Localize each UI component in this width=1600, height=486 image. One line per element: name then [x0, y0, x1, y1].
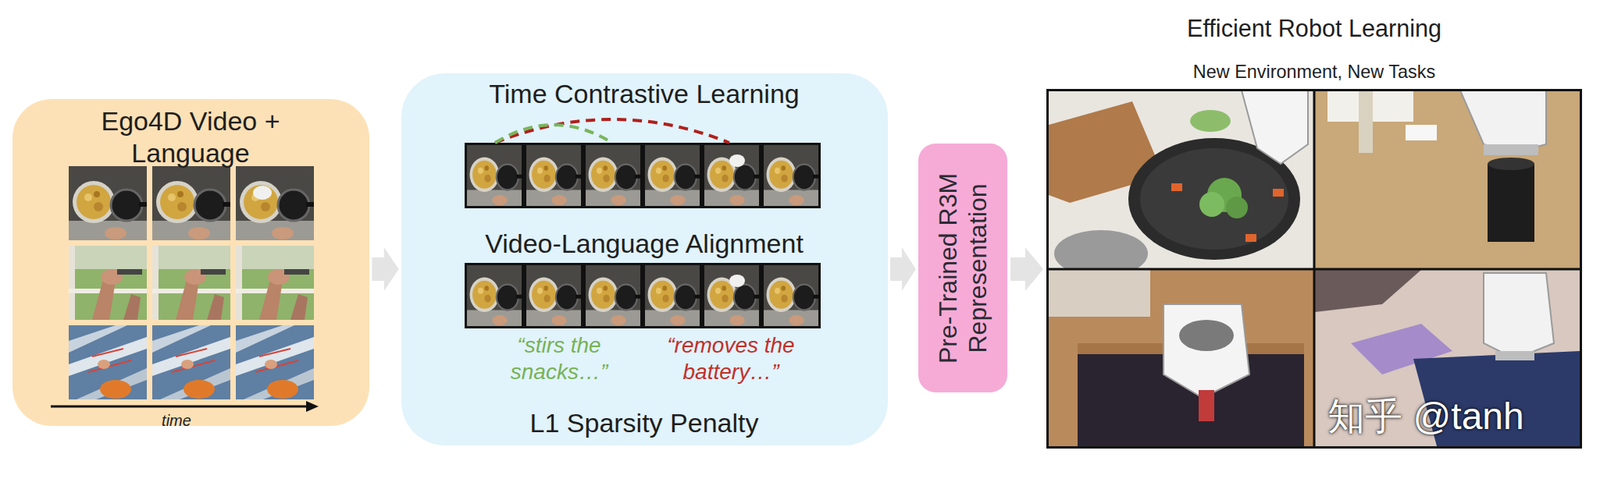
photo-grid-border: [1047, 90, 1582, 449]
illustration-part: [1198, 390, 1215, 422]
illustration-part: [1179, 320, 1234, 352]
illustration-part: [1048, 270, 1151, 318]
illustration-part: [1225, 196, 1248, 219]
illustration-part: [526, 145, 581, 207]
flow-arrow: [1010, 247, 1044, 292]
flow-arrow: [371, 247, 399, 292]
illustration-part: [306, 401, 319, 413]
caption-quote: “removes the battery…”: [644, 332, 817, 385]
illustration-part: [1171, 183, 1183, 192]
illustration-part: [1241, 90, 1308, 164]
objective-title: L1 Sparsity Penalty: [409, 407, 879, 440]
filmstrip-top: [464, 142, 821, 209]
filmstrip-bottom: [464, 263, 821, 329]
illustration-part: [585, 145, 641, 207]
illustration-part: [1487, 157, 1535, 171]
illustration-part: [1460, 90, 1547, 153]
illustration-part: [1487, 163, 1535, 243]
illustration-part: [644, 145, 700, 207]
illustration-part: [1483, 144, 1539, 156]
objective-title: Time Contrastive Learning: [409, 78, 879, 111]
representation-label: Pre-Trained R3M Representation: [933, 151, 994, 386]
photo-kitchen: [1048, 90, 1314, 278]
panel-title: Ego4D Video + Language: [73, 105, 308, 170]
robot-results: Efficient Robot LearningNew Environment,…: [1046, 7, 1583, 449]
illustration-part: [644, 265, 700, 327]
illustration-part: [1199, 192, 1225, 218]
illustration-part: [1314, 270, 1422, 313]
flow-arrow: [890, 247, 916, 292]
results-subtitle: New Environment, New Tasks: [1046, 60, 1583, 83]
results-title: Efficient Robot Learning: [1046, 14, 1583, 43]
positive-pair-arc: [495, 124, 613, 143]
photo-drawer: [1048, 270, 1314, 447]
illustration-part: [466, 265, 522, 327]
illustration-part: [466, 145, 522, 207]
illustration-part: [1140, 148, 1289, 250]
illustration-part: [50, 406, 310, 409]
illustration-part: [152, 245, 231, 321]
illustration-part: [235, 166, 314, 241]
illustration-part: [763, 145, 819, 207]
time-arrow: [50, 401, 319, 413]
illustration-part: [235, 325, 314, 400]
illustration-part: [1190, 110, 1231, 132]
illustration-part: [68, 166, 147, 241]
illustration-part: [1483, 273, 1554, 360]
illustration-part: [1358, 90, 1373, 154]
illustration-part: [1163, 304, 1250, 399]
illustration-part: [704, 145, 760, 207]
input-panel: Ego4D Video + Language: [12, 99, 370, 427]
illustration-part: [729, 154, 745, 168]
illustration-part: [68, 325, 147, 400]
illustration-part: [1245, 234, 1257, 243]
illustration-part: [235, 245, 314, 321]
filmstrips: [401, 73, 888, 446]
illustration-part: [704, 265, 760, 327]
illustration-part: [1314, 90, 1580, 269]
illustration-part: [585, 265, 641, 327]
watermark: 知乎 @tanh: [1277, 394, 1575, 440]
illustration-part: [1495, 351, 1535, 361]
illustration-part: [1272, 188, 1284, 197]
caption-quote: “stirs the snacks…”: [473, 332, 645, 385]
photo-desk: [1314, 90, 1580, 269]
illustration-part: [763, 265, 819, 327]
illustration-part: [152, 166, 231, 241]
objective-title: Video-Language Alignment: [409, 228, 879, 261]
frame-grid: [68, 166, 314, 400]
negative-pair-arc: [495, 119, 730, 143]
illustration-part: [1048, 270, 1314, 447]
illustration-part: [464, 263, 821, 329]
representation-box: Pre-Trained R3M Representation: [918, 143, 1008, 393]
illustration-part: [526, 265, 581, 327]
illustration-part: [68, 245, 147, 321]
illustration-part: [253, 185, 272, 200]
axis-label: time: [129, 411, 224, 431]
illustration-part: [729, 274, 745, 288]
photo-divider: [1047, 268, 1582, 271]
training-panel: Time Contrastive LearningVideo-Language …: [401, 73, 888, 446]
illustration-part: [1405, 124, 1437, 141]
illustration-part: [464, 142, 821, 209]
illustration-part: [152, 325, 231, 400]
